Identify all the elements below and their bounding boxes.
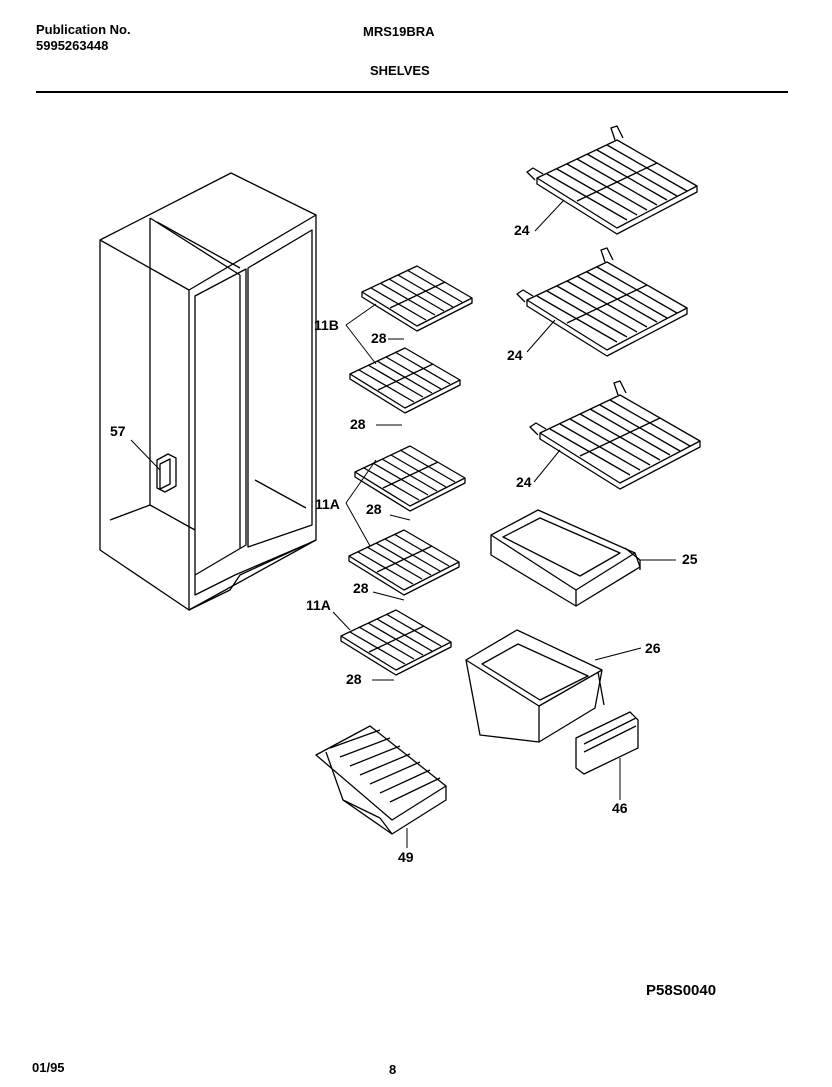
callout-11b: 11B	[314, 317, 339, 333]
callout-46: 46	[612, 800, 628, 816]
publication-number: 5995263448	[36, 38, 109, 53]
callout-24-upper: 24	[514, 222, 530, 238]
callout-11a-lower: 11A	[306, 597, 331, 613]
callout-28-a: 28	[371, 330, 387, 346]
pan-front	[575, 711, 639, 775]
header-divider	[36, 91, 788, 93]
section-title: SHELVES	[370, 63, 430, 78]
callout-57: 57	[110, 423, 126, 439]
callout-28-d: 28	[353, 580, 369, 596]
callout-49: 49	[398, 849, 414, 865]
figure-code: P58S0040	[646, 982, 717, 999]
callout-25: 25	[682, 551, 698, 567]
leader-lines	[130, 199, 676, 848]
callout-24-lower: 24	[516, 474, 532, 490]
callout-28-e: 28	[346, 671, 362, 687]
shelf-11a-bottom	[340, 609, 452, 676]
freezer-shelf-2	[516, 247, 688, 357]
footer-date: 01/95	[32, 1060, 65, 1075]
crisper-cover	[490, 509, 641, 607]
page-number: 8	[389, 1062, 397, 1077]
shelf-11b-upper	[361, 265, 473, 332]
callout-26: 26	[645, 640, 661, 656]
freezer-shelf-1	[526, 125, 698, 235]
wine-rack	[315, 725, 447, 835]
freezer-shelf-3	[529, 380, 701, 490]
callout-24-middle: 24	[507, 347, 523, 363]
callout-11a-upper: 11A	[315, 496, 340, 512]
model-number: MRS19BRA	[363, 24, 435, 39]
refrigerator-cabinet	[99, 172, 317, 611]
crisper-pan	[465, 629, 605, 743]
publication-label: Publication No.	[36, 22, 131, 37]
callout-28-b: 28	[350, 416, 366, 432]
shelf-11b-lower	[349, 347, 461, 414]
callout-28-c: 28	[366, 501, 382, 517]
